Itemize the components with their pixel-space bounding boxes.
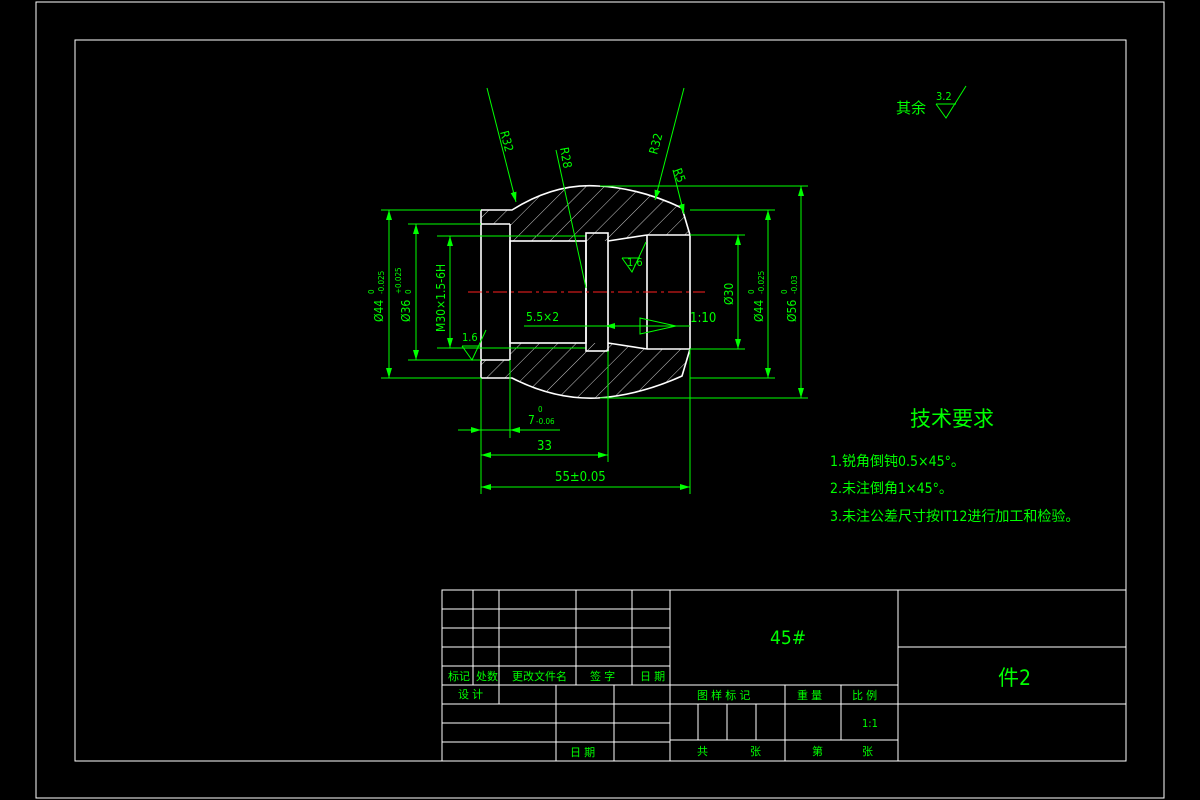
dim-dia56-lower: -0.03 [790,275,799,294]
dim-dia36-lower: 0 [404,289,413,294]
rev-date-label: 日 期 [640,670,665,683]
radius-dimensions: R32 R28 R32 R5 [486,87,688,289]
rough-inner: 1.6 [627,256,643,269]
diameter-dimensions: Ø44 0 -0.025 Ø36 +0.025 0 M30×1.5-6H Ø30… [367,185,808,399]
roughness-value: 3.2 [936,90,952,103]
material: 45# [770,627,806,649]
outer-frame [35,1,1165,799]
dim-dia44-left: Ø44 [372,300,386,322]
rev-sign-label: 签 字 [590,669,615,683]
scale-value: 1:1 [862,717,878,730]
feature-annotations: 5.5×2 1:10 1.6 1.6 [461,241,716,361]
part-section [468,184,705,399]
dim-dia36-upper: +0.025 [394,267,403,294]
dim-dia44-left-lower: -0.025 [377,271,386,294]
dim-dia36: Ø36 [399,300,413,322]
dim-len7-lower: -0.06 [536,417,555,426]
scale-label: 比 例 [852,688,877,702]
dim-dia56-upper: 0 [780,289,789,294]
rough-left: 1.6 [462,331,478,344]
sheet-no-unit: 张 [862,745,873,758]
total-sheets-unit: 张 [750,745,761,758]
dim-dia56: Ø56 [785,300,799,322]
dim-len7-upper: 0 [538,405,543,414]
title-block: 标记 处数 更改文件名 签 字 日 期 设 计 日 期 45# 图 样 标 记 … [441,589,1127,762]
technical-requirements: 技术要求 1.锐角倒钝0.5×45°。 2.未注倒角1×45°。 3.未注公差尺… [830,407,1079,525]
drawing-mark-label: 图 样 标 记 [697,688,750,702]
part-name: 件2 [998,666,1031,690]
date-label: 日 期 [570,746,595,759]
rev-doc-label: 更改文件名 [512,669,567,683]
inner-frame [74,39,1127,762]
dim-groove: 5.5×2 [526,310,559,324]
dim-dia44-right-lower: -0.025 [757,271,766,294]
sheet-no-label: 第 [812,744,823,758]
dim-dia44-right: Ø44 [752,300,766,322]
dim-r28: R28 [557,146,574,169]
section-hatch-bottom [481,343,690,399]
length-dimensions: 7 0 -0.06 33 55±0.05 [458,349,691,494]
dim-r32-right: R32 [646,132,665,156]
dim-dia30: Ø30 [722,283,736,305]
design-label: 设 计 [458,688,483,701]
roughness-symbol: 其余 3.2 [896,85,967,119]
dim-len7: 7 [528,413,535,427]
dim-taper: 1:10 [690,311,716,326]
requirement-item: 1.锐角倒钝0.5×45°。 [830,454,965,470]
dim-r5: R5 [670,166,688,184]
requirement-item: 3.未注公差尺寸按IT12进行加工和检验。 [830,509,1079,525]
dim-len55: 55±0.05 [555,470,606,485]
section-hatch-top [481,185,690,241]
dim-len33: 33 [537,439,552,454]
total-sheets-label: 共 [697,745,708,758]
dim-thread: M30×1.5-6H [434,264,448,332]
requirements-title: 技术要求 [910,407,994,431]
dim-r32-left: R32 [497,129,516,153]
dim-dia44-left-upper: 0 [367,289,376,294]
roughness-label: 其余 [896,99,926,117]
dim-dia44-right-upper: 0 [747,289,756,294]
rev-count-label: 处数 [476,670,498,683]
weight-label: 重 量 [797,688,822,702]
rev-mark-label: 标记 [448,669,470,683]
requirement-item: 2.未注倒角1×45°。 [830,481,953,497]
